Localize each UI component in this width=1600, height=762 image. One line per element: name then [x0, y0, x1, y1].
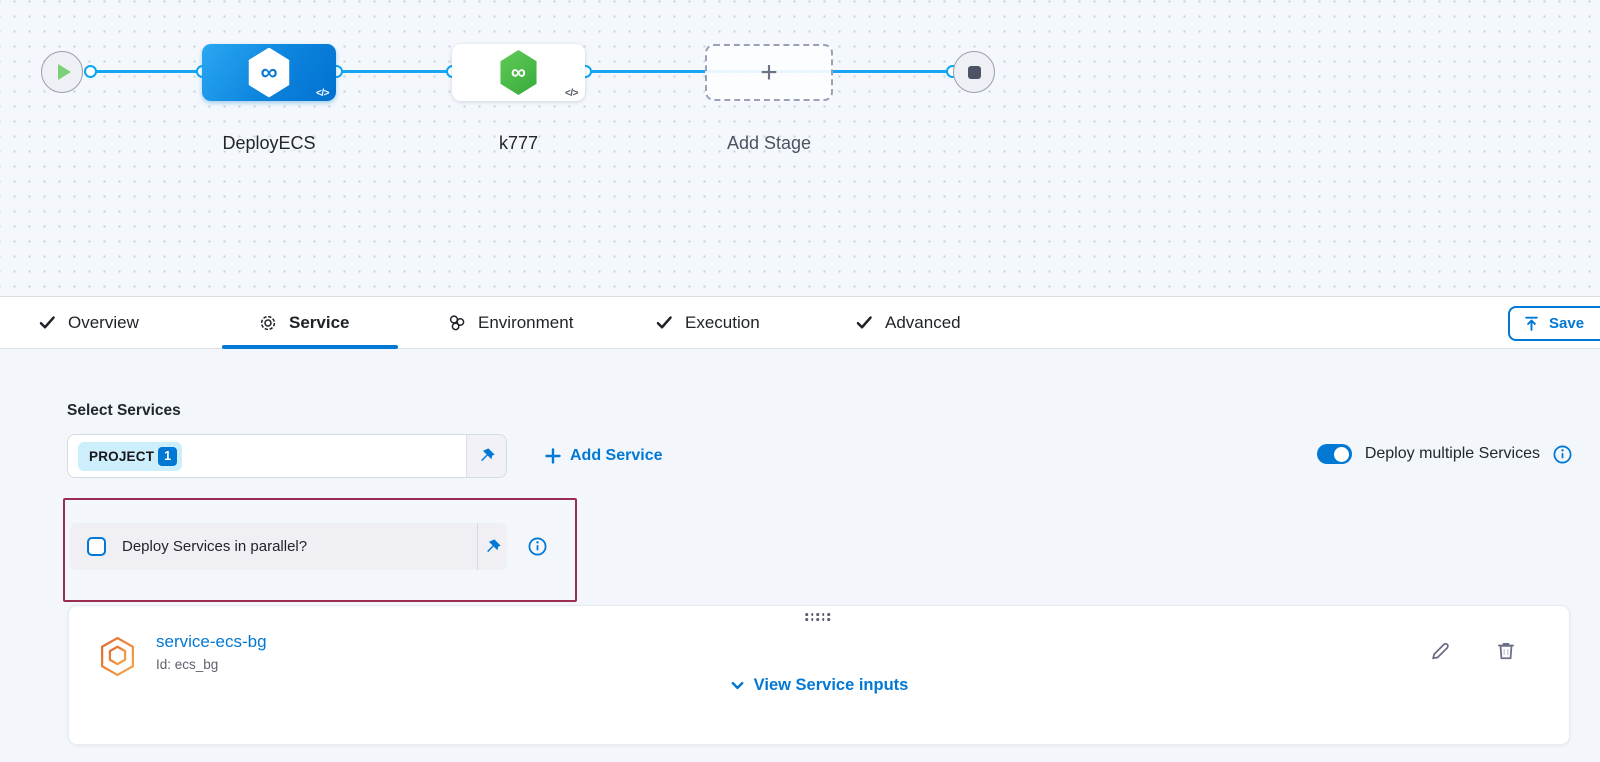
tab-service[interactable]: Service — [258, 297, 350, 348]
tab-label: Environment — [478, 312, 574, 332]
tab-label: Service — [289, 312, 350, 332]
pipeline-end-node[interactable] — [953, 51, 995, 93]
tab-overview[interactable]: Overview — [38, 297, 139, 348]
chip-count-badge: 1 — [158, 446, 178, 466]
stop-icon — [967, 65, 981, 79]
pin-icon — [480, 448, 495, 462]
toggle-knob — [1334, 446, 1350, 462]
add-service-label: Add Service — [570, 447, 663, 464]
deploy-parallel-label: Deploy Services in parallel? — [122, 538, 308, 555]
gear-icon — [260, 315, 276, 330]
pin-icon — [486, 538, 501, 552]
add-stage-button[interactable]: + — [705, 44, 833, 101]
environment-icon — [449, 314, 465, 330]
service-card: service-ecs-bg Id: ecs_bg View Service i — [68, 605, 1570, 745]
link-port[interactable] — [84, 65, 97, 78]
service-tab-panel: Select Services PROJECT 1 Add Service De… — [0, 349, 1600, 762]
stage-node-deployecs[interactable]: ∞ </> — [202, 44, 336, 101]
drag-handle[interactable] — [805, 613, 833, 623]
plus-icon: + — [760, 55, 778, 89]
tab-execution[interactable]: Execution — [655, 297, 760, 348]
upload-icon — [1525, 316, 1538, 331]
stage-node-k777[interactable]: ∞ </> — [452, 44, 585, 101]
tab-label: Overview — [68, 312, 139, 332]
stage-label-deployecs: DeployECS — [222, 133, 316, 153]
service-hexagon-icon — [100, 636, 135, 677]
deploy-multiple-toggle[interactable] — [1316, 444, 1352, 464]
select-services-label: Select Services — [67, 402, 181, 419]
service-name-link[interactable]: service-ecs-bg — [156, 632, 267, 651]
info-icon[interactable] — [528, 537, 547, 561]
deploy-multiple-label: Deploy multiple Services — [1364, 445, 1540, 462]
tab-advanced[interactable]: Advanced — [855, 297, 961, 348]
tab-label: Execution — [685, 312, 760, 332]
service-id-text: Id: ecs_bg — [156, 657, 219, 672]
check-icon — [856, 316, 872, 329]
annotation-highlight-box — [63, 498, 577, 602]
check-icon — [656, 316, 672, 329]
view-service-inputs-button[interactable]: View Service inputs — [69, 676, 1569, 695]
pencil-icon — [1432, 642, 1449, 660]
code-icon[interactable]: </> — [316, 88, 329, 99]
tab-label: Advanced — [885, 312, 961, 332]
plus-icon — [545, 448, 561, 464]
save-button[interactable]: Save — [1508, 306, 1600, 341]
active-tab-underline — [222, 345, 398, 349]
harness-deploy-icon: ∞ — [248, 47, 290, 98]
select-services-input[interactable]: PROJECT 1 — [67, 434, 507, 478]
add-service-button[interactable]: Add Service — [545, 434, 662, 478]
view-inputs-label: View Service inputs — [753, 676, 909, 694]
pipeline-canvas[interactable]: ∞ </> ∞ </> + DeployECS k777 Add Stage — [0, 0, 1600, 296]
stage-tabbar: Overview Service Environment Execution A… — [0, 296, 1600, 349]
chip-label: PROJECT — [89, 448, 155, 464]
info-icon[interactable] — [1553, 445, 1572, 464]
code-icon[interactable]: </> — [565, 88, 578, 99]
check-icon — [39, 316, 55, 329]
stage-label-k777: k777 — [498, 133, 539, 153]
trash-icon — [1497, 642, 1515, 660]
chevron-down-icon — [731, 681, 744, 690]
pipeline-start-node[interactable] — [41, 51, 83, 93]
save-button-label: Save — [1549, 315, 1585, 332]
deploy-multiple-row: Deploy multiple Services — [1316, 444, 1572, 464]
deploy-parallel-checkbox[interactable] — [87, 537, 106, 556]
stage-label-add-stage: Add Stage — [726, 133, 812, 153]
delete-service-button[interactable] — [1493, 638, 1519, 664]
pin-button[interactable] — [477, 523, 507, 570]
harness-deploy-icon: ∞ — [500, 50, 537, 95]
pin-button[interactable] — [466, 435, 506, 477]
play-icon — [57, 64, 71, 80]
edit-service-button[interactable] — [1427, 638, 1453, 664]
tab-environment[interactable]: Environment — [447, 297, 573, 348]
deploy-parallel-field[interactable]: Deploy Services in parallel? — [70, 523, 507, 570]
selected-services-chip[interactable]: PROJECT 1 — [78, 441, 183, 471]
